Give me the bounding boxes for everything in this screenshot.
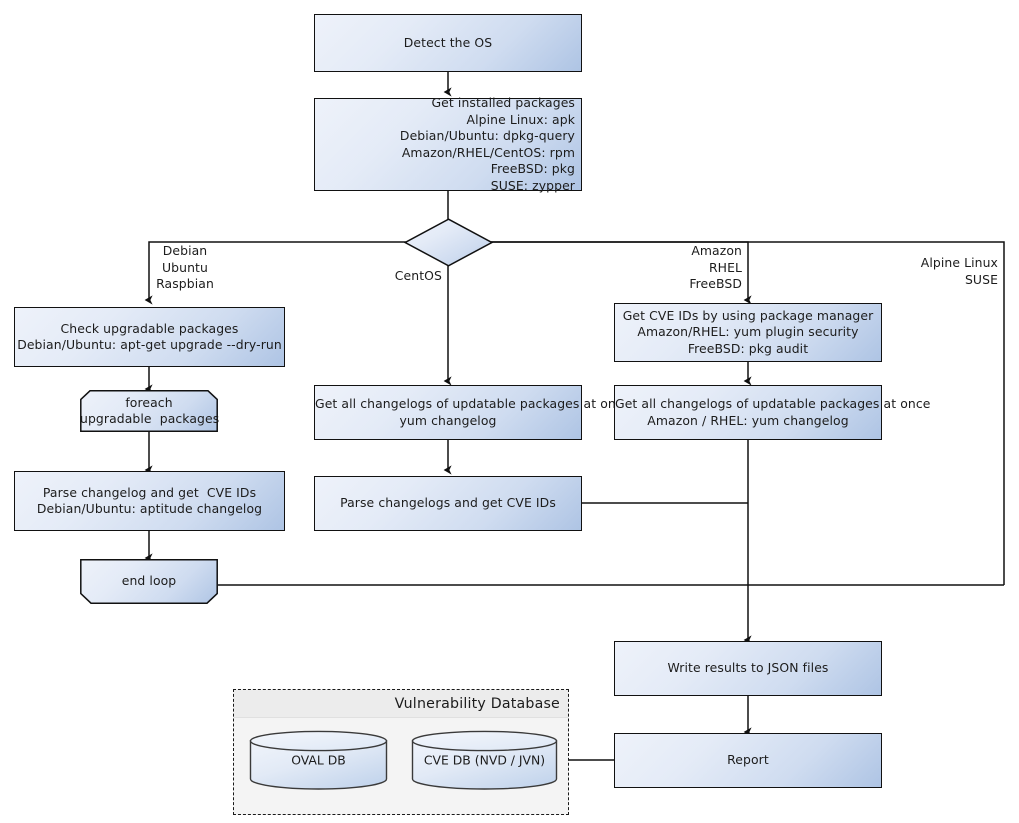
node-parse-changelogs-centos[interactable]: Parse changelogs and get CVE IDs bbox=[314, 476, 582, 531]
edge-label-alpine: Alpine Linux SUSE bbox=[920, 255, 998, 287]
vulnerability-database-title: Vulnerability Database bbox=[234, 690, 568, 718]
node-get-installed-packages[interactable]: Get installed packages Alpine Linux: apk… bbox=[314, 95, 582, 193]
node-get-cve-ids-pkgmgr[interactable]: Get CVE IDs by using package manager Ama… bbox=[614, 303, 882, 362]
db-cve-label: CVE DB (NVD / JVN) bbox=[423, 752, 546, 768]
db-oval[interactable] bbox=[249, 730, 388, 790]
node-end-loop-label: end loop bbox=[121, 573, 177, 589]
node-detect-os[interactable]: Detect the OS bbox=[314, 14, 582, 72]
node-get-cve-ids-pkgmgr-label: Get CVE IDs by using package manager Ama… bbox=[622, 307, 874, 356]
db-oval-label: OVAL DB bbox=[291, 752, 346, 768]
node-get-changelogs-rhel-label: Get all changelogs of updatable packages… bbox=[615, 396, 931, 428]
node-get-changelogs-centos[interactable]: Get all changelogs of updatable packages… bbox=[314, 385, 630, 440]
node-report[interactable]: Report bbox=[614, 733, 882, 788]
node-parse-changelog-debian[interactable]: Parse changelog and get CVE IDs Debian/U… bbox=[14, 471, 285, 531]
node-get-changelogs-rhel[interactable]: Get all changelogs of updatable packages… bbox=[614, 385, 931, 440]
edge-label-centos: CentOS bbox=[394, 268, 442, 283]
node-check-upgradable[interactable]: Check upgradable packages Debian/Ubuntu:… bbox=[14, 307, 285, 367]
node-check-upgradable-label: Check upgradable packages Debian/Ubuntu:… bbox=[17, 320, 282, 353]
node-detect-os-label: Detect the OS bbox=[403, 34, 493, 50]
edge-label-amazon: Amazon RHEL FreeBSD bbox=[689, 243, 742, 291]
loop-end-outline bbox=[80, 559, 218, 604]
node-parse-changelogs-centos-label: Parse changelogs and get CVE IDs bbox=[340, 495, 556, 511]
node-os-decision[interactable] bbox=[404, 218, 493, 267]
loop-start-outline bbox=[80, 390, 218, 432]
node-foreach-loop-start-label: foreach upgradable packages bbox=[80, 394, 220, 427]
edge-label-debian: Debian Ubuntu Raspbian bbox=[156, 243, 214, 291]
db-cve-label-wrap: CVE DB (NVD / JVN) bbox=[411, 730, 558, 790]
db-oval-label-wrap: OVAL DB bbox=[249, 730, 388, 790]
db-cve[interactable] bbox=[411, 730, 558, 790]
node-write-results[interactable]: Write results to JSON files bbox=[614, 641, 882, 696]
node-get-changelogs-centos-label: Get all changelogs of updatable packages… bbox=[315, 396, 630, 428]
node-write-results-label: Write results to JSON files bbox=[667, 660, 829, 676]
loop-end-shape bbox=[80, 559, 218, 604]
loop-start-shape bbox=[80, 390, 218, 432]
node-report-label: Report bbox=[727, 752, 769, 768]
node-foreach-loop-start[interactable]: foreach upgradable packages bbox=[80, 390, 220, 432]
node-get-installed-packages-label: Get installed packages Alpine Linux: apk… bbox=[399, 95, 575, 193]
node-parse-changelog-debian-label: Parse changelog and get CVE IDs Debian/U… bbox=[36, 484, 263, 517]
node-end-loop[interactable]: end loop bbox=[80, 559, 218, 604]
